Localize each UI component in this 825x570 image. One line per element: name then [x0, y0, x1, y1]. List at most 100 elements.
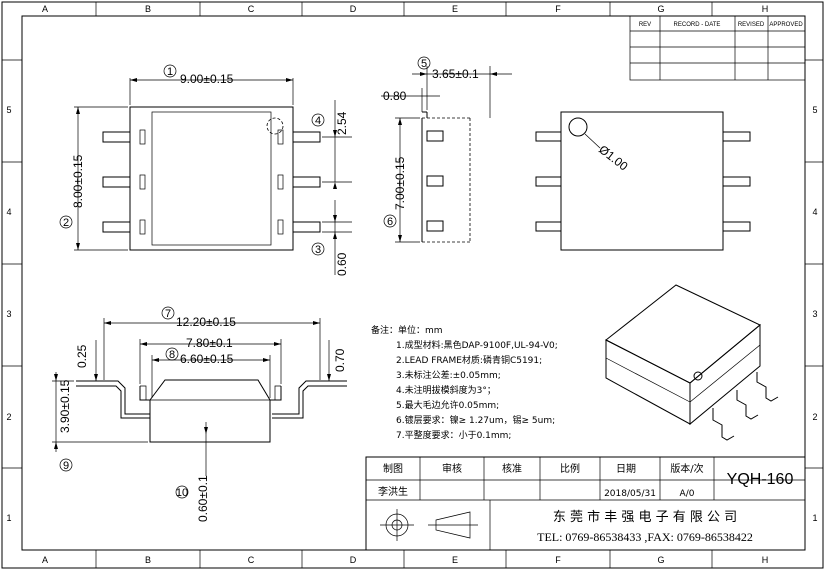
lead	[426, 175, 444, 187]
front-bottom-dim: 0.60±0.1	[196, 475, 210, 522]
front-height-dim: 3.90±0.15	[58, 379, 72, 433]
part-number: YQH-160	[727, 471, 794, 488]
top-lead-dim: 0.60	[335, 252, 349, 276]
side-height-dim: 7.00±0.15	[393, 156, 407, 210]
rev-header: REV	[639, 22, 651, 28]
side-offset-dim: 0.80	[383, 89, 407, 103]
zone-row-4: 4	[6, 207, 11, 217]
zone-labels-left: 5 4 3 2 1	[6, 105, 11, 523]
zone-labels-top: A B C D E F G H	[42, 4, 768, 14]
date-label: 日期	[616, 463, 636, 475]
drawing-date: 2018/05/31	[604, 489, 656, 499]
pin1-dia-dim: Ø1.00	[596, 142, 631, 173]
top-view: 1 9.00±0.15 8.00±0.15 2 2.54 4 0.60 3	[59, 64, 352, 276]
callout-8: 8	[169, 349, 175, 361]
company-contact: TEL: 0769-86538433 ,FAX: 0769-86538422	[537, 530, 753, 544]
package-body	[560, 111, 724, 251]
top-width-dim: 9.00±0.15	[180, 72, 234, 86]
version-label: 版本/次	[670, 462, 703, 475]
front-overall-dim: 12.20±0.15	[176, 315, 236, 329]
zone-col-a: A	[42, 4, 48, 14]
zone-col-c: C	[248, 4, 255, 14]
zone-row-1: 1	[812, 513, 817, 523]
zone-row-4: 4	[812, 207, 817, 217]
lead	[426, 220, 444, 232]
note-3: 3.未标注公差:±0.05mm;	[396, 369, 501, 381]
drawing-version: A/0	[680, 489, 695, 499]
approve-label: 核准	[502, 462, 522, 475]
lead	[535, 221, 562, 232]
note-2: 2.LEAD FRAME材质:磷青铜C5191;	[396, 354, 542, 366]
drawn-by: 李洪生	[378, 485, 408, 498]
package-top-face	[151, 111, 272, 246]
callout-1: 1	[167, 66, 173, 78]
zone-col-b: B	[145, 555, 151, 565]
zone-col-f: F	[555, 4, 561, 14]
lead	[535, 131, 562, 142]
front-standoff-dim: 0.70	[333, 348, 347, 372]
lead	[426, 130, 444, 142]
callout-7: 7	[165, 308, 171, 320]
callout-3: 3	[315, 244, 321, 256]
revision-table: REV RECORD - DATE REVISED APPROVED	[629, 15, 806, 81]
company-name: 东 莞 市 丰 强 电 子 有 限 公 司	[553, 509, 737, 525]
zone-col-d: D	[350, 4, 357, 14]
note-7: 7.平整度要求：小于0.1mm;	[396, 429, 511, 441]
top-pitch-dim: 2.54	[335, 111, 349, 135]
lead	[535, 176, 562, 187]
zone-row-5: 5	[812, 105, 817, 115]
zone-col-f: F	[555, 555, 561, 565]
note-4: 4.未注明拔模斜度为3°；	[396, 384, 496, 396]
zone-col-h: H	[762, 555, 769, 565]
callout-10: 10	[176, 487, 188, 499]
front-body-dim: 7.80±0.1	[186, 336, 233, 350]
zone-col-a: A	[42, 555, 48, 565]
notes-block: 备注：单位：mm 1.成型材料:黑色DAP-9100F,UL-94-V0; 2.…	[371, 324, 558, 441]
zone-row-2: 2	[6, 412, 11, 422]
side-view: 5 3.65±0.1 0.80 7.00±0.15 6	[381, 56, 512, 243]
record-date-header: RECORD - DATE	[674, 22, 721, 28]
zone-col-g: G	[657, 555, 664, 565]
revised-header: REVISED	[738, 22, 765, 28]
scale-label: 比例	[560, 462, 580, 475]
front-view: 7 12.20±0.15 7.80±0.1 8 6.60±0.15 0.25 0…	[52, 306, 347, 522]
top-height-dim: 8.00±0.15	[71, 154, 85, 208]
zone-row-3: 3	[812, 309, 817, 319]
check-label: 审核	[442, 462, 462, 475]
lead	[722, 221, 751, 232]
notes-title: 备注：单位：mm	[371, 324, 443, 336]
title-block: 制图 审核 核准 比例 日期 版本/次 李洪生 2018/05/31 A/0 Y…	[365, 456, 806, 551]
front-inner-dim: 6.60±0.15	[180, 352, 234, 366]
callout-6: 6	[387, 216, 393, 228]
iso-view	[605, 284, 779, 441]
projection-symbol-icon	[380, 509, 478, 541]
zone-row-3: 3	[6, 309, 11, 319]
zone-col-h: H	[762, 4, 769, 14]
zone-row-1: 1	[6, 513, 11, 523]
zone-col-e: E	[452, 4, 458, 14]
zone-row-5: 5	[6, 105, 11, 115]
zone-col-e: E	[452, 555, 458, 565]
side-width-dim: 3.65±0.1	[432, 67, 479, 81]
zone-labels-right: 5 4 3 2 1	[812, 105, 817, 523]
pin1-view: Ø1.00	[535, 111, 751, 251]
drawn-label: 制图	[383, 462, 403, 475]
callout-4: 4	[315, 115, 321, 127]
pin1-dot	[568, 117, 588, 137]
zone-col-g: G	[657, 4, 664, 14]
note-5: 5.最大毛边允许0.05mm;	[396, 399, 499, 411]
note-1: 1.成型材料:黑色DAP-9100F,UL-94-V0;	[396, 339, 558, 351]
zone-col-d: D	[350, 555, 357, 565]
zone-row-2: 2	[812, 412, 817, 422]
zone-col-c: C	[248, 555, 255, 565]
callout-2: 2	[63, 217, 69, 229]
callout-9: 9	[63, 460, 69, 472]
zone-labels-bottom: A B C D E F G H	[42, 555, 768, 565]
approved-header: APPROVED	[769, 22, 803, 28]
front-lead-thk-dim: 0.25	[75, 344, 89, 368]
package-body	[129, 106, 294, 251]
lead	[722, 131, 751, 142]
lead	[722, 176, 751, 187]
